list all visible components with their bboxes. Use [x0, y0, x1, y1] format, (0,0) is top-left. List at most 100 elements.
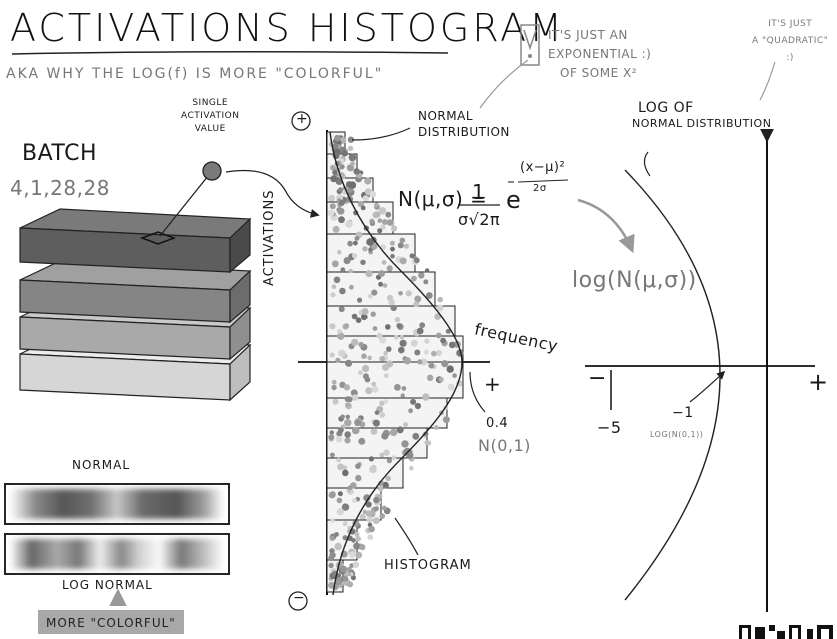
activation-dot	[330, 353, 335, 358]
formula-exp-bar	[518, 180, 568, 182]
activation-dot	[413, 301, 419, 307]
activation-dot	[410, 253, 415, 258]
log-plot-title-line: LOG OF	[632, 100, 771, 116]
histogram-label-pointer	[395, 518, 418, 555]
activation-dot	[417, 359, 422, 364]
activation-dot	[334, 135, 341, 142]
activation-dot	[352, 394, 359, 401]
activation-dot	[345, 396, 351, 402]
activation-dot	[397, 426, 404, 433]
batch-label: BATCH	[22, 141, 97, 166]
activation-dot	[344, 437, 350, 443]
activation-dot	[337, 208, 344, 215]
activation-dot	[404, 244, 409, 249]
activation-dot	[425, 268, 429, 272]
activation-dot	[378, 487, 383, 492]
activation-dot	[384, 373, 389, 378]
batch-layer	[20, 209, 250, 272]
activation-dot	[358, 438, 365, 445]
log-normal-strip-gradient	[10, 539, 224, 569]
formula-denominator: σ√2π	[458, 210, 500, 229]
activation-dot	[336, 436, 343, 443]
activation-dot	[328, 563, 333, 568]
log-x-minus: −	[588, 366, 607, 391]
activation-dot	[383, 449, 389, 455]
activation-dot	[339, 200, 345, 206]
activation-dot	[362, 246, 367, 251]
activation-dot	[337, 329, 342, 334]
activation-dot	[359, 544, 365, 550]
activation-dot	[384, 399, 389, 404]
activation-dot	[402, 386, 407, 391]
activation-dot	[329, 552, 335, 558]
log-tick-label: −5	[597, 418, 622, 437]
activation-dot	[339, 306, 345, 312]
activation-dot	[423, 279, 428, 284]
batch-shape: 4,1,28,28	[10, 176, 110, 200]
normal-label-pointer	[352, 128, 410, 140]
quadratic-note-pointer	[760, 62, 775, 100]
activation-dot	[335, 543, 342, 550]
activation-dot	[330, 175, 337, 182]
activation-dot	[340, 415, 345, 420]
activation-dot	[360, 514, 366, 520]
activation-dot	[400, 238, 406, 244]
activation-dot	[452, 373, 457, 378]
activation-dot	[363, 195, 369, 201]
activation-dot	[368, 294, 373, 299]
log-peak-value: −1	[672, 405, 694, 421]
activation-dot	[410, 399, 416, 405]
activation-dot	[370, 219, 375, 224]
activation-value-dot	[203, 162, 221, 180]
activation-dot	[344, 257, 351, 264]
activation-dot	[368, 526, 375, 533]
activation-dot	[426, 440, 431, 445]
activation-dot	[439, 377, 444, 382]
activation-dot	[355, 536, 361, 542]
activation-dot	[366, 238, 374, 246]
activation-dot	[434, 425, 439, 430]
activation-dot	[335, 358, 340, 363]
activation-dot	[344, 419, 351, 426]
activation-dot	[332, 170, 337, 175]
activation-dot	[424, 338, 429, 343]
activation-dot	[332, 380, 337, 385]
activation-dot	[437, 305, 444, 312]
activation-dot	[386, 346, 392, 352]
activation-dot	[396, 323, 401, 328]
activation-dot	[338, 187, 343, 192]
formula-exponent-denominator: 2σ	[533, 183, 547, 194]
activation-dot	[401, 393, 405, 397]
activation-dot	[347, 567, 352, 572]
activation-dot	[332, 285, 337, 290]
activation-dot	[346, 415, 350, 419]
activation-dot	[355, 552, 362, 559]
activation-dot	[385, 212, 391, 218]
peak-value: 0.4	[486, 416, 508, 431]
activation-dot	[339, 288, 346, 295]
activation-dot	[355, 475, 361, 481]
activation-dot	[437, 297, 443, 303]
activation-dot	[357, 298, 362, 303]
activation-dot	[448, 384, 455, 391]
activation-dot	[382, 506, 387, 511]
activation-dot	[366, 510, 372, 516]
activation-dot	[334, 532, 339, 537]
activation-dot	[383, 482, 388, 487]
activation-dot	[400, 335, 404, 339]
activation-dot	[424, 350, 429, 355]
normal-distribution-label-line: DISTRIBUTION	[418, 124, 510, 140]
activation-dot	[349, 181, 356, 188]
activation-dot	[382, 433, 388, 439]
activation-dot	[352, 427, 360, 435]
log-title-pointer	[644, 152, 650, 176]
activation-dot	[412, 433, 419, 440]
activation-dot	[349, 285, 354, 290]
activation-dot	[334, 277, 341, 284]
activation-dot	[352, 253, 357, 258]
activation-dot	[378, 218, 383, 223]
activation-dot	[395, 317, 401, 323]
log-normal-strip	[4, 533, 230, 575]
activation-dot	[371, 382, 376, 387]
activation-dot	[373, 517, 380, 524]
